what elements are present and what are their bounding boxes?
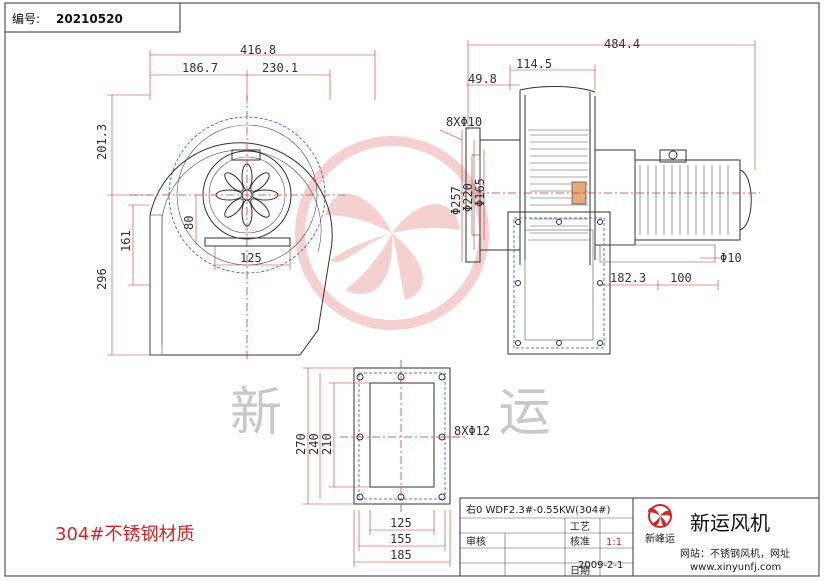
dim-flange-h-outer: 270 (294, 433, 308, 455)
dim-right-width: 230.1 (262, 61, 298, 75)
company-small: 新峰运 (645, 532, 675, 545)
date-label: 日期 (570, 565, 590, 577)
dim-flange-h-inner: 210 (320, 433, 334, 455)
flange-plate (353, 367, 451, 505)
dim-motor-mount: 125 (240, 251, 262, 265)
scale-value: 1:1 (606, 537, 622, 548)
dim-dia-outer: Φ257 (449, 186, 463, 215)
motor-body (634, 159, 741, 241)
dim-base-a: 182.3 (610, 271, 646, 285)
scroll-housing (149, 142, 333, 356)
website-label: 网站：不锈钢风机，网址 (680, 547, 790, 560)
dim-overall-length: 484.4 (604, 37, 640, 51)
drawing-no: 20210520 (56, 12, 123, 26)
dim-flange-h-mid: 240 (307, 433, 321, 455)
flange-holes-label: 8XΦ12 (454, 424, 490, 438)
craft-label: 工艺 (570, 521, 590, 533)
title-block: 右0 WDF2.3#-0.55KW(304#) 工艺 审核 核准 1:1 日期 … (459, 497, 820, 577)
side-view: 484.4 114.5 49.8 8XΦ10 Φ257 Φ220 Φ165 18… (439, 37, 760, 355)
dim-height-lower: 296 (95, 268, 109, 290)
dim-base-b: 100 (670, 271, 692, 285)
dim-motor-center: 80 (182, 216, 196, 230)
dim-height-upper: 201.3 (95, 124, 109, 160)
drawing-number-box: 编号: 20210520 (5, 3, 181, 33)
material-note: 304#不锈钢材质 (55, 524, 194, 545)
date-value: 2009-2-1 (578, 560, 623, 571)
company-name: 新运风机 (690, 511, 770, 535)
dim-flange-w-mid: 155 (390, 532, 412, 546)
website: www.xinyunfj.com (690, 562, 781, 573)
dim-overall-width: 416.8 (240, 43, 276, 57)
check-label: 核准 (570, 535, 590, 548)
dim-base-hole: Φ10 (720, 251, 742, 265)
company-logo (648, 504, 672, 528)
drawing-no-label: 编号: (12, 11, 40, 26)
drawing-border (4, 2, 820, 577)
dim-housing-depth: 114.5 (516, 57, 552, 71)
watermark-text: 新 运 (230, 383, 651, 443)
dim-flange-w-outer: 185 (390, 548, 412, 562)
model-label: 右0 WDF2.3#-0.55KW(304#) (466, 503, 610, 516)
dim-dia-inner: Φ165 (473, 178, 487, 207)
dim-outlet-height: 161 (119, 230, 133, 252)
dim-dia-mid: Φ220 (461, 183, 475, 212)
side-bolt-holes: 8XΦ10 (446, 115, 482, 129)
front-view: 416.8 186.7 230.1 201.3 296 161 125 80 (95, 43, 376, 360)
dim-left-width: 186.7 (182, 61, 218, 75)
dim-flange-w-inner: 125 (390, 516, 412, 530)
side-outlet-flange (507, 211, 611, 355)
dim-flange-depth: 49.8 (468, 72, 497, 86)
review-label: 审核 (466, 535, 486, 548)
watermark-logo (295, 136, 489, 330)
flange-view: 新 运 270 240 210 8XΦ12 125 155 185 (230, 360, 651, 567)
